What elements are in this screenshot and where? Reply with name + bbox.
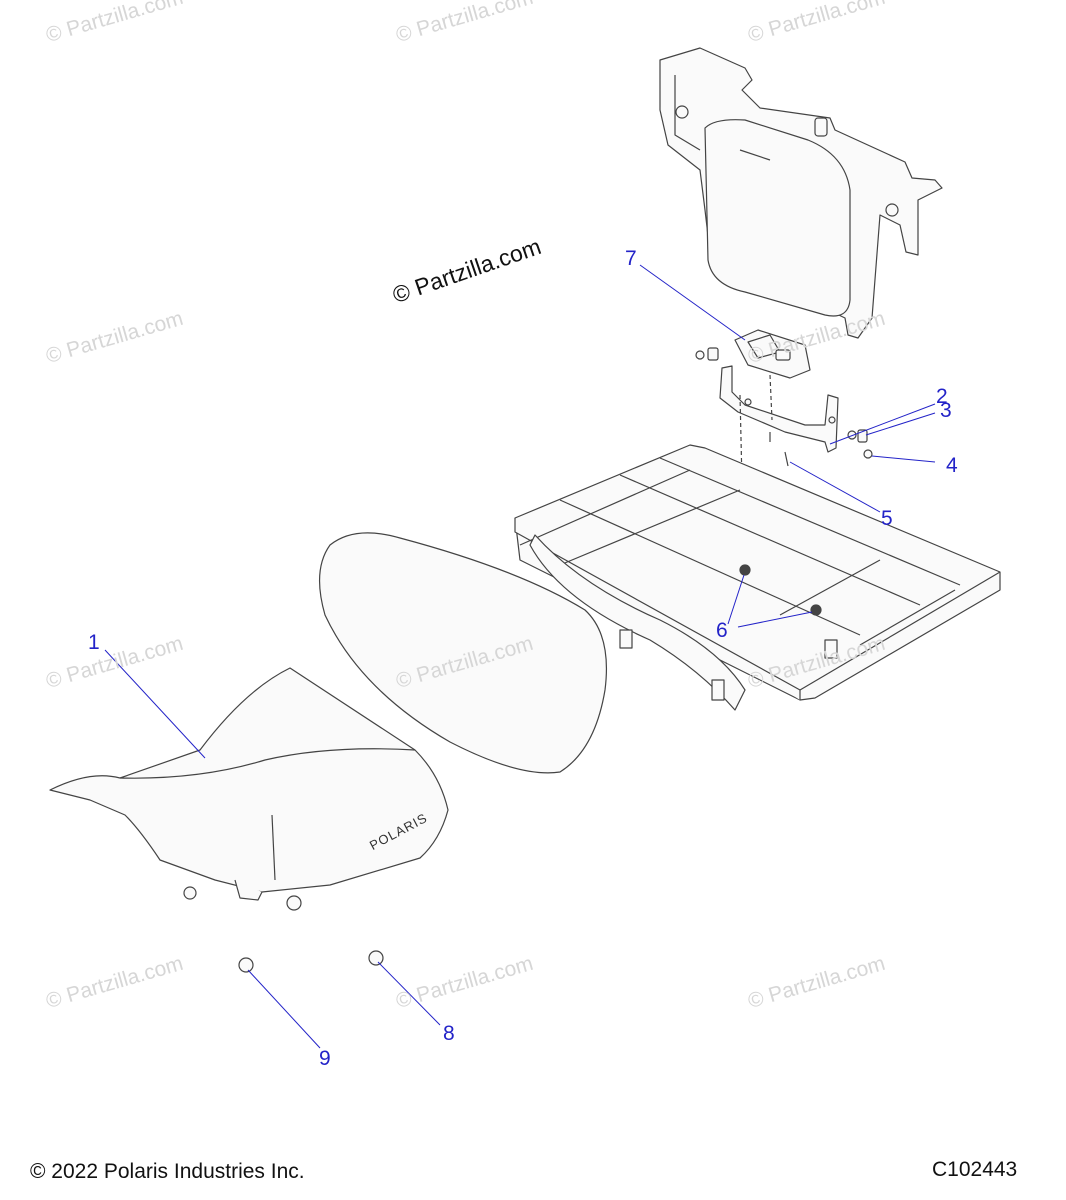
callout-1[interactable]: 1 bbox=[88, 631, 100, 654]
rear-seat-cushion bbox=[318, 532, 608, 774]
grommet bbox=[810, 604, 822, 616]
rear-backrest-panel bbox=[659, 47, 943, 339]
callout-2[interactable]: 2 bbox=[936, 385, 948, 408]
front-seat bbox=[49, 667, 449, 901]
footer-diagram-code: C102443 bbox=[932, 1158, 1018, 1181]
latch-bracket bbox=[719, 365, 839, 453]
callout-5[interactable]: 5 bbox=[881, 507, 893, 530]
pin bbox=[784, 451, 789, 467]
screw bbox=[847, 430, 857, 440]
footer-copyright: © 2022 Polaris Industries Inc. bbox=[30, 1160, 305, 1183]
seat-latch bbox=[695, 329, 811, 379]
flange-nut bbox=[368, 950, 384, 966]
grommet-nut bbox=[238, 957, 254, 973]
grommet bbox=[739, 564, 751, 576]
leader-lines bbox=[104, 264, 936, 1049]
callout-3[interactable]: 3 bbox=[940, 399, 952, 422]
callout-7[interactable]: 7 bbox=[625, 247, 637, 270]
nut bbox=[183, 886, 197, 900]
callout-6[interactable]: 6 bbox=[716, 619, 728, 642]
nut bbox=[863, 449, 873, 459]
callout-9[interactable]: 9 bbox=[319, 1047, 331, 1070]
callout-4[interactable]: 4 bbox=[946, 454, 958, 477]
callout-8[interactable]: 8 bbox=[443, 1022, 455, 1045]
flange-nut bbox=[286, 895, 302, 911]
